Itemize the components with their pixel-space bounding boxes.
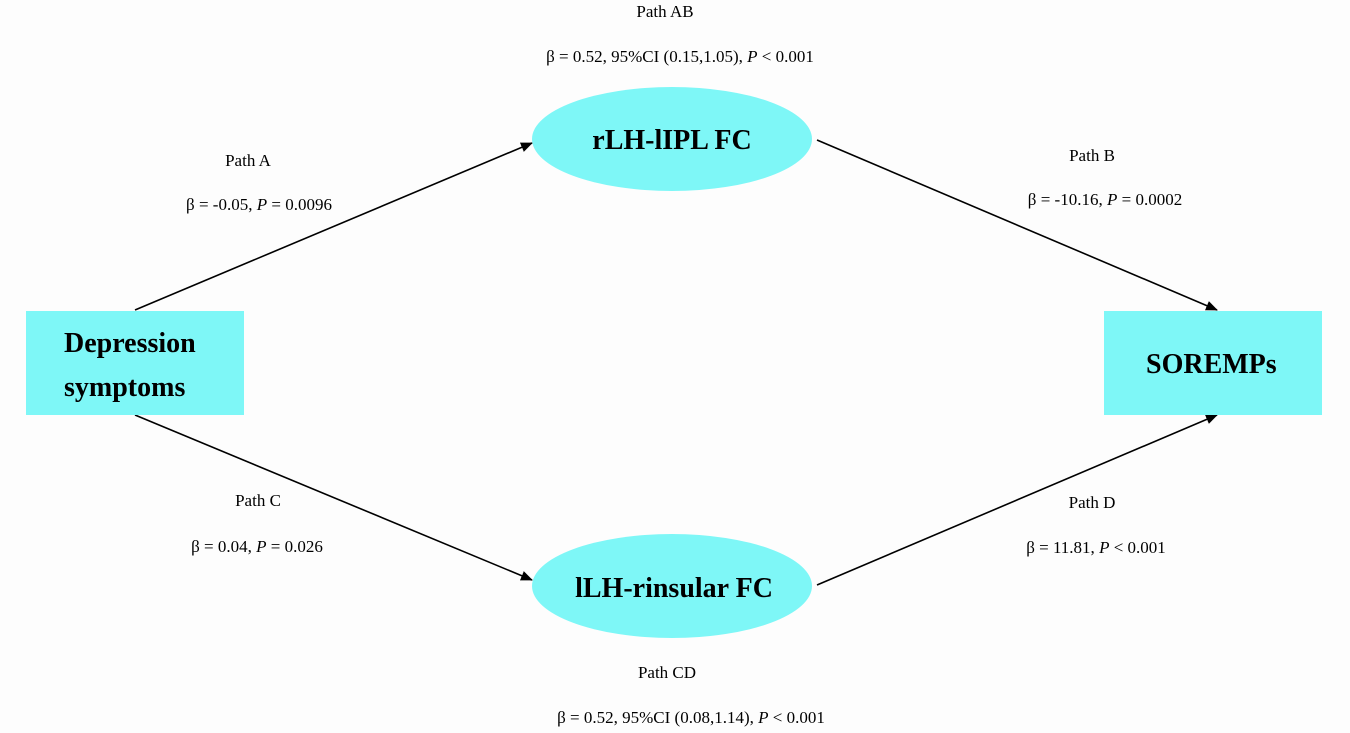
node-rlh-lipl-label: rLH-lIPL FC <box>592 125 751 156</box>
path-d-name: Path D <box>1068 493 1116 512</box>
path-b-beta: β = -10.16, <box>1027 190 1107 209</box>
path-a-beta: β = -0.05, <box>186 195 257 214</box>
path-c-beta: β = 0.04, <box>191 537 257 556</box>
path-ab-stat: β = 0.52, 95%CI (0.15,1.05), P < 0.001 <box>546 48 814 65</box>
path-d-p-value: < 0.001 <box>1109 538 1166 557</box>
path-ab-p-value: < 0.001 <box>757 47 814 66</box>
path-a-name: Path A <box>225 151 271 170</box>
path-d-stat: β = 11.81, P < 0.001 <box>1026 539 1166 556</box>
path-c-stat: β = 0.04, P = 0.026 <box>191 538 323 555</box>
node-depression-symptoms: Depression symptoms <box>26 311 244 415</box>
node-soremps: SOREMPs <box>1104 311 1322 415</box>
path-b-p-value: = 0.0002 <box>1117 190 1183 209</box>
node-llh-rinsular-ellipse <box>532 534 812 638</box>
node-soremps-box <box>1104 311 1322 415</box>
node-depression-box <box>26 311 244 415</box>
path-b-stat: β = -10.16, P = 0.0002 <box>1028 191 1182 208</box>
node-depression-line1: Depression <box>64 328 196 359</box>
node-depression-line2: symptoms <box>64 372 185 403</box>
path-cd-stat: β = 0.52, 95%CI (0.08,1.14), P < 0.001 <box>557 709 825 726</box>
arrow-path-c <box>134 414 533 581</box>
path-a-p-value: = 0.0096 <box>267 195 332 214</box>
path-cd-p-symbol: P <box>758 708 769 727</box>
path-c-p-symbol: P <box>256 537 267 556</box>
path-ab-name: Path AB <box>636 2 694 21</box>
arrow-path-a <box>134 142 533 311</box>
node-llh-rinsular-label: lLH-rinsular FC <box>575 573 773 604</box>
node-rlh-lipl-fc: rLH-lIPL FC <box>532 87 812 191</box>
arrow-path-d <box>816 414 1218 586</box>
path-d-p-symbol: P <box>1099 538 1110 557</box>
node-rlh-lipl-ellipse <box>532 87 812 191</box>
path-b-name: Path B <box>1069 146 1115 165</box>
node-soremps-label: SOREMPs <box>1146 349 1277 380</box>
path-cd-beta: β = 0.52, 95%CI (0.08,1.14), <box>557 708 759 727</box>
path-c-p-value: = 0.026 <box>266 537 323 556</box>
path-cd-p-value: < 0.001 <box>768 708 825 727</box>
path-a-p-symbol: P <box>256 195 268 214</box>
path-b-p-symbol: P <box>1106 190 1118 209</box>
path-a-stat: β = -0.05, P = 0.0096 <box>186 196 332 213</box>
path-d-beta: β = 11.81, <box>1026 538 1100 557</box>
path-ab-p-symbol: P <box>747 47 758 66</box>
node-llh-rinsular-fc: lLH-rinsular FC <box>532 534 812 638</box>
arrow-path-b <box>816 139 1218 311</box>
path-cd-name: Path CD <box>637 663 697 682</box>
path-ab-beta: β = 0.52, 95%CI (0.15,1.05), <box>546 47 748 66</box>
path-c-name: Path C <box>235 491 281 510</box>
